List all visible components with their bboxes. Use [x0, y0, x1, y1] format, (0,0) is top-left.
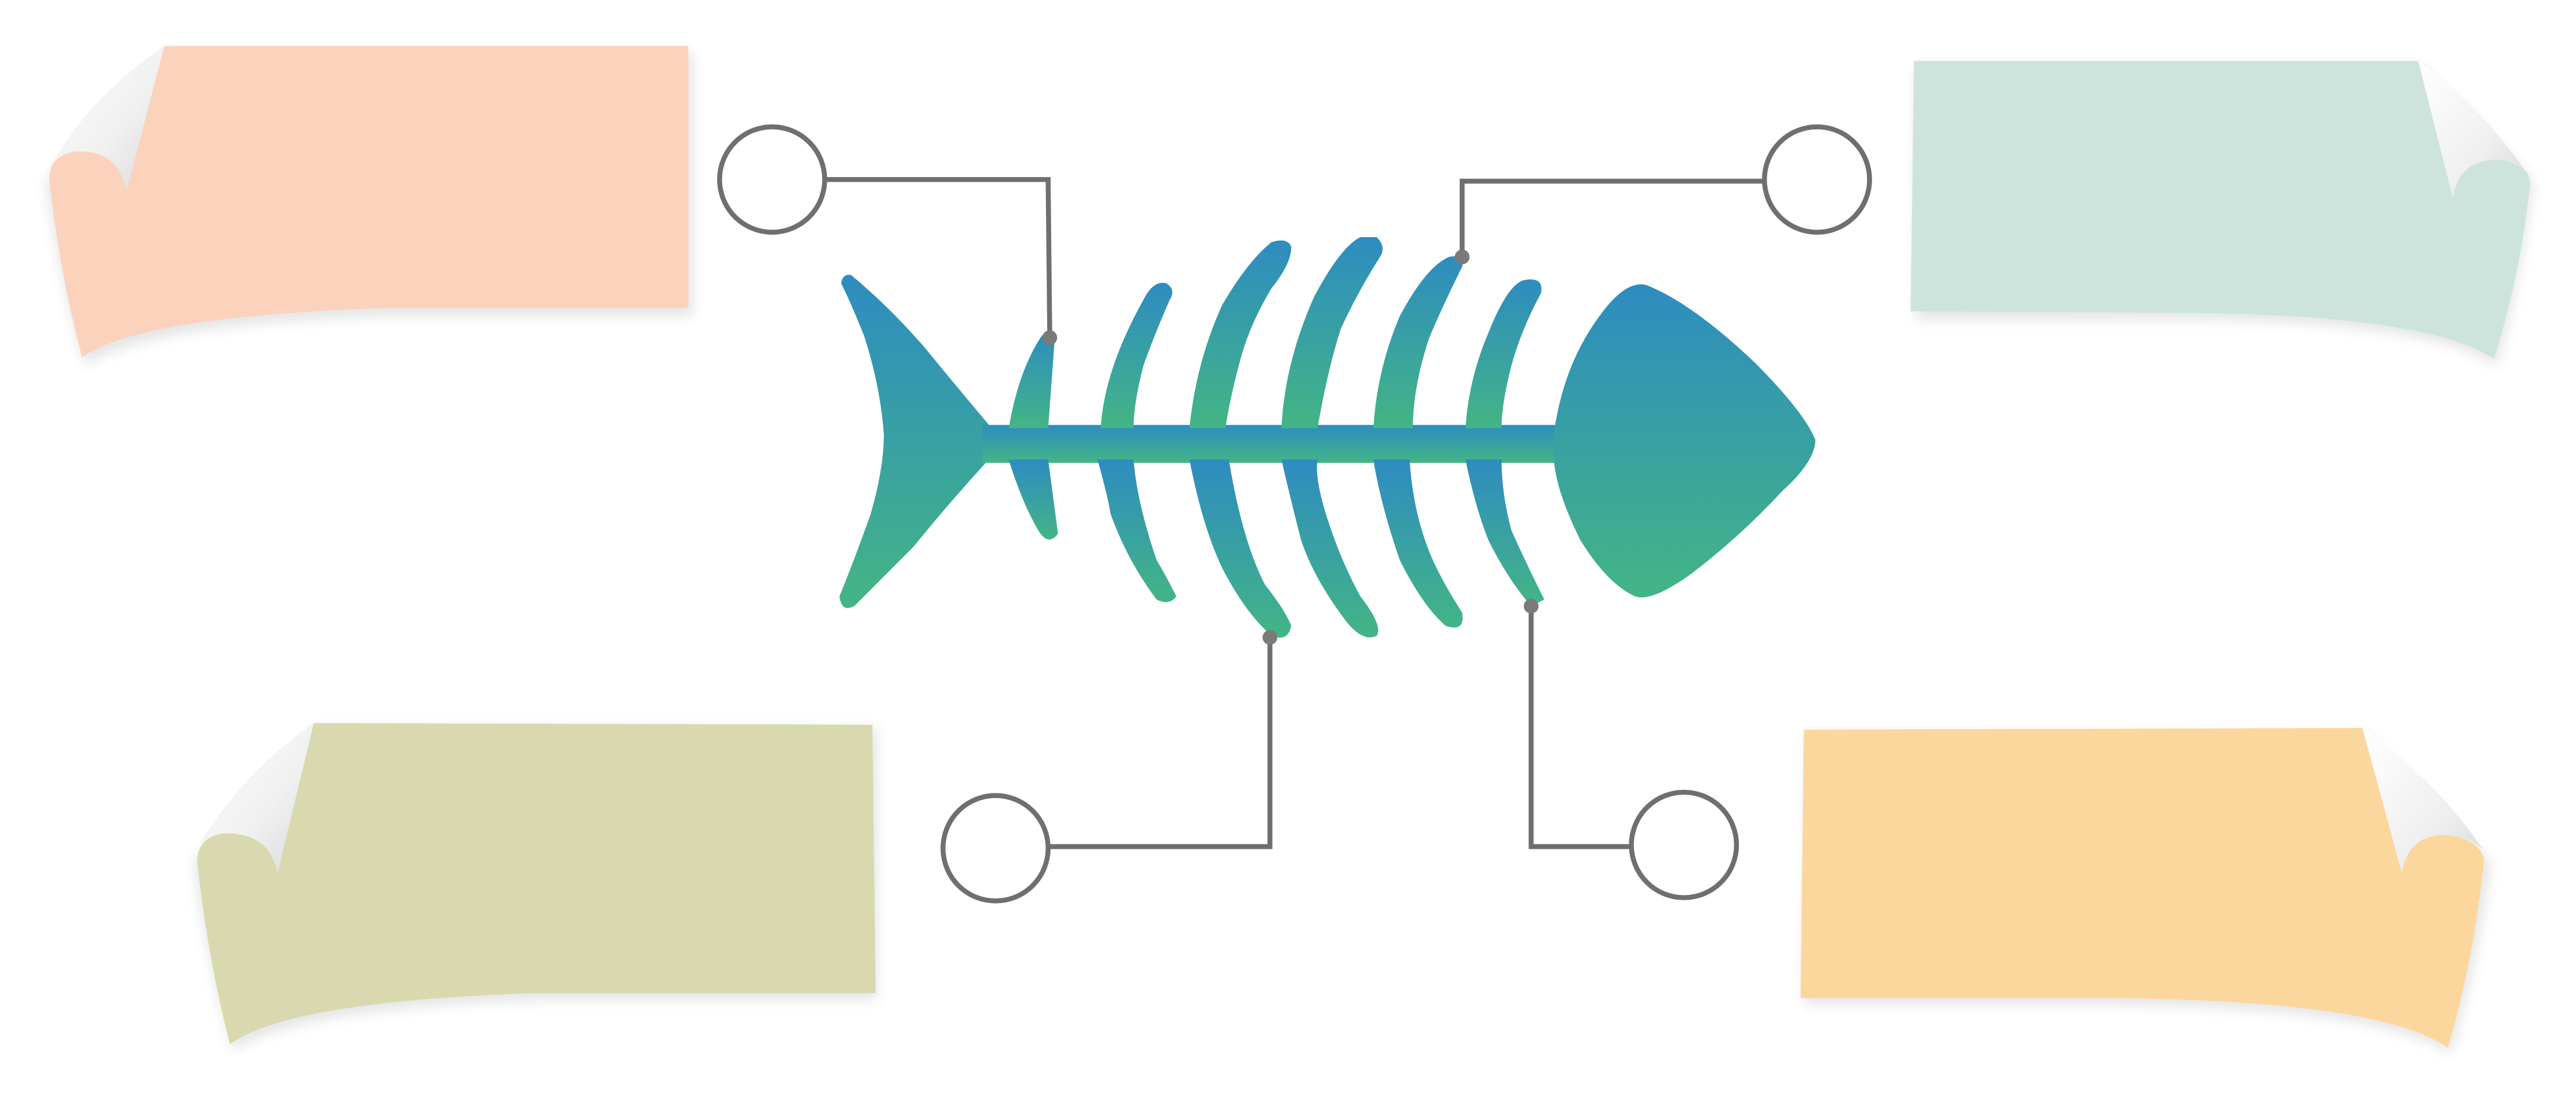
fish-rib-upper-4 [1281, 237, 1383, 429]
note-bottom-left-body [197, 723, 876, 1044]
note-top-left-body [49, 46, 689, 358]
marker-circle-bottom-left [940, 793, 1051, 904]
connectors [717, 124, 1872, 904]
connector-top-right [1460, 178, 1767, 257]
fish-rib-lower-1 [1008, 459, 1058, 540]
page-curl-top-right [2418, 61, 2530, 198]
note-top-right-body [1910, 61, 2530, 359]
fish-head [1554, 284, 1816, 598]
fish-rib-lower-6 [1465, 459, 1544, 606]
anchor-dot-bottom-left [1262, 630, 1277, 645]
page-curl-bottom-right [2362, 728, 2488, 873]
fish-rib-lower-2 [1097, 459, 1176, 602]
connector-bottom-right [1528, 606, 1632, 849]
anchor-dot-top-left [1042, 330, 1058, 345]
note-bottom-right-body [1800, 728, 2484, 1048]
note-top-right [1910, 61, 2533, 366]
fish-rib-upper-2 [1100, 283, 1173, 429]
fish-spine [982, 425, 1561, 463]
page-curl-bottom-left [194, 723, 314, 873]
note-bottom-left [194, 723, 878, 1051]
note-top-left [46, 46, 693, 366]
fish-rib-upper-6 [1465, 279, 1542, 429]
anchor-dot-top-right [1454, 249, 1470, 265]
fish-rib-lower-5 [1373, 459, 1463, 628]
anchor-dot-bottom-right [1524, 598, 1539, 614]
fish-skeleton [839, 237, 1816, 638]
marker-circle-top-left [717, 124, 827, 235]
fish-rib-upper-3 [1189, 240, 1292, 429]
fish-rib-upper-1 [1008, 331, 1055, 429]
fish-tail [839, 275, 1009, 608]
fish-rib-lower-3 [1189, 459, 1292, 638]
note-bottom-right [1800, 728, 2491, 1054]
marker-circle-top-right [1762, 124, 1872, 235]
fish-rib-lower-4 [1281, 459, 1378, 638]
fish-rib-upper-5 [1373, 256, 1463, 429]
connector-bottom-left [1048, 637, 1273, 849]
marker-circle-bottom-right [1629, 789, 1739, 900]
page-curl-top-left [46, 46, 164, 192]
connector-top-left [824, 177, 1052, 340]
